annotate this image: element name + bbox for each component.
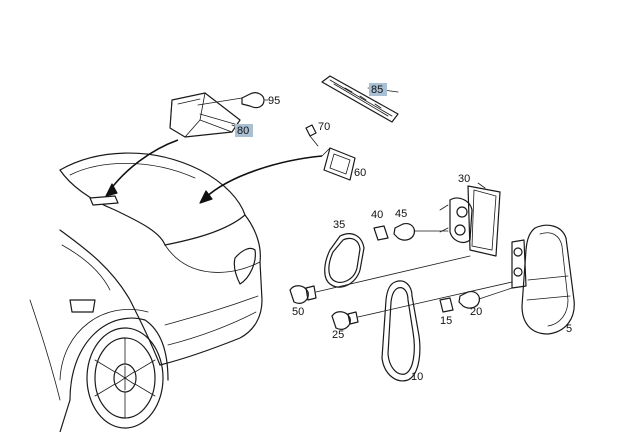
- callout-45-text: 45: [395, 208, 407, 220]
- callout-80[interactable]: 80: [235, 124, 253, 137]
- callout-85-text: 85: [371, 84, 383, 96]
- callout-5-text: 5: [566, 323, 572, 335]
- part-5-tail-light: [511, 224, 575, 335]
- callout-20[interactable]: 20: [470, 306, 482, 318]
- callout-30-text: 30: [458, 173, 470, 185]
- callout-15-text: 15: [440, 315, 452, 327]
- part-25-bulb: [331, 281, 513, 330]
- callout-35-text: 35: [333, 219, 345, 231]
- callout-60[interactable]: 60: [354, 167, 366, 179]
- callout-95[interactable]: 95: [268, 95, 280, 107]
- part-40-socket: [373, 225, 389, 241]
- arrow-plate-light: [204, 155, 323, 199]
- callout-45[interactable]: 45: [395, 208, 407, 220]
- part-50-bulb: [289, 255, 471, 304]
- brake-light-mount: [89, 195, 119, 206]
- callout-10[interactable]: 10: [411, 371, 423, 383]
- part-45-bulb: [393, 223, 449, 241]
- part-35-seal: [324, 233, 365, 288]
- callout-15[interactable]: 15: [440, 315, 452, 327]
- callout-5[interactable]: 5: [566, 323, 572, 335]
- arrow-brake-light: [109, 139, 179, 191]
- callout-40-text: 40: [371, 209, 383, 221]
- callout-50-text: 50: [292, 306, 304, 318]
- callout-80-text: 80: [237, 125, 249, 137]
- callout-70[interactable]: 70: [318, 121, 330, 133]
- part-95-bulb: [241, 92, 265, 109]
- callout-10-text: 10: [411, 371, 423, 383]
- callout-35[interactable]: 35: [333, 219, 345, 231]
- arrow-head-brake-light: [105, 183, 118, 197]
- callout-95-text: 95: [268, 95, 280, 107]
- callout-25-text: 25: [332, 329, 344, 341]
- part-20-bulb: [458, 287, 513, 309]
- part-80-brake-light-housing: [169, 92, 243, 138]
- callout-50[interactable]: 50: [292, 306, 304, 318]
- callout-40[interactable]: 40: [371, 209, 383, 221]
- part-85-strip-light: [321, 75, 399, 123]
- part-10-seal: [381, 280, 421, 382]
- part-15-socket: [439, 297, 454, 313]
- part-60-plate-lamp: [321, 147, 356, 181]
- car-body: [29, 152, 263, 432]
- callout-60-text: 60: [354, 167, 366, 179]
- callout-80-highlight: [235, 124, 253, 137]
- callout-25[interactable]: 25: [332, 329, 344, 341]
- arrow-head-plate-light: [199, 190, 213, 204]
- callout-70-text: 70: [318, 121, 330, 133]
- callout-85[interactable]: 85: [369, 83, 387, 96]
- callout-30[interactable]: 30: [458, 173, 470, 185]
- part-70-bulb: [305, 124, 319, 147]
- callout-20-text: 20: [470, 306, 482, 318]
- part-30-lamp-carrier: [439, 185, 501, 257]
- callout-85-highlight: [369, 83, 387, 96]
